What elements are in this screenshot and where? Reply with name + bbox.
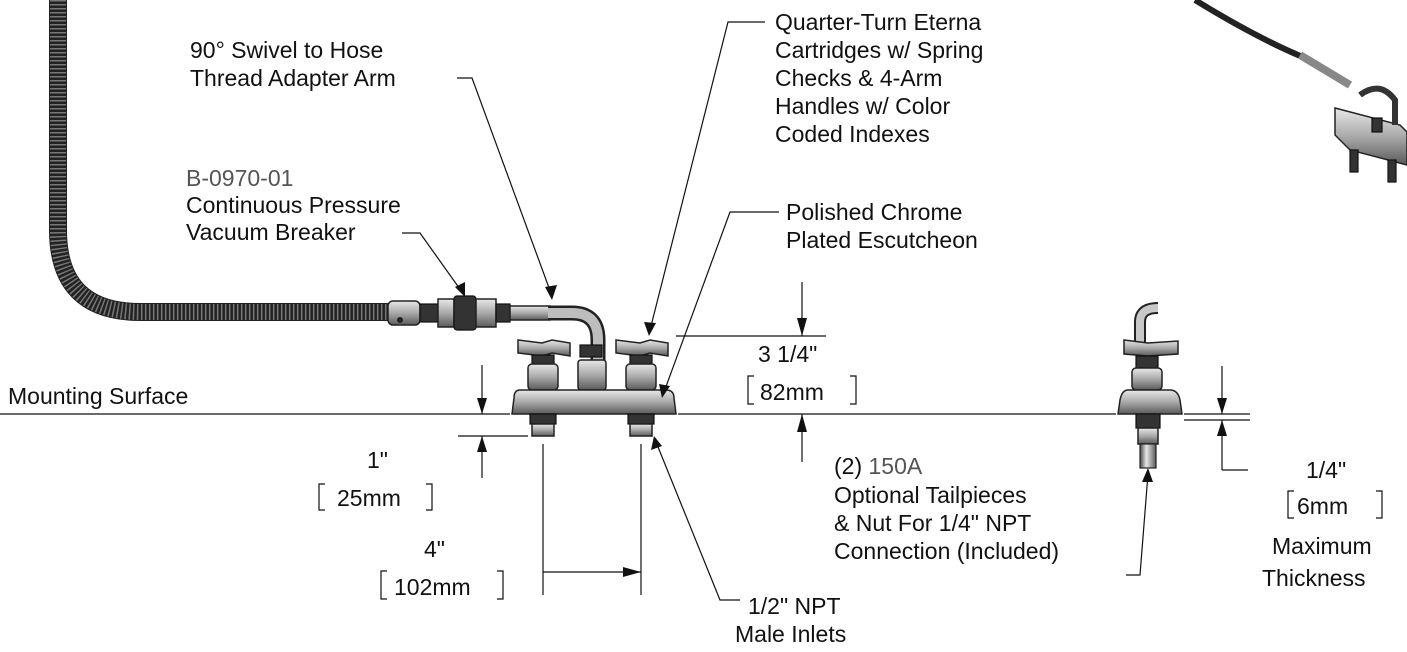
inlets-label-line2: Male Inlets: [735, 621, 846, 647]
tailpieces-label-line4: Connection (Included): [834, 538, 1059, 564]
thickness-dimension-inches: 1/4": [1306, 457, 1346, 483]
tailpieces-quantity: (2): [834, 453, 862, 479]
vacuum-breaker-label-line2: Vacuum Breaker: [186, 219, 356, 245]
mounting-surface-label: Mounting Surface: [8, 383, 188, 409]
callout-labels: 90° Swivel to Hose Thread Adapter Arm B-…: [8, 9, 1372, 647]
thickness-dimension-mm: 6mm: [1297, 493, 1348, 519]
thickness-note-line2: Thickness: [1262, 565, 1366, 591]
height-dimension-mm: 82mm: [760, 379, 824, 405]
faucet-side-view: [1117, 302, 1183, 469]
height-dimension-inches: 3 1/4": [758, 341, 817, 367]
thickness-note-line1: Maximum: [1272, 533, 1372, 559]
swivel-label-line2: Thread Adapter Arm: [190, 65, 396, 91]
leader-lines: [402, 21, 1153, 601]
faucet-thumbnail: [1193, 0, 1407, 183]
cartridges-label-line1: Quarter-Turn Eterna: [775, 9, 981, 35]
vacuum-breaker-part-number: B-0970-01: [186, 165, 293, 191]
tailpieces-label-line2: Optional Tailpieces: [834, 482, 1027, 508]
escutcheon-label-line2: Plated Escutcheon: [786, 227, 978, 253]
cartridges-label-line3: Checks & 4-Arm: [775, 65, 942, 91]
tailpieces-label-line1: (2) 150A: [834, 453, 923, 479]
mounting-surface-line: [0, 413, 1250, 421]
faucet-main: [511, 305, 677, 437]
dimension-lines: [458, 282, 1248, 595]
vacuum-breaker-assembly: [387, 295, 551, 331]
vacuum-breaker-label-line1: Continuous Pressure: [186, 192, 401, 218]
centers-dimension-inches: 4": [424, 536, 445, 562]
inlets-label-line1: 1/2" NPT: [748, 593, 841, 619]
cartridges-label-line4: Handles w/ Color: [775, 93, 950, 119]
cartridges-label-line5: Coded Indexes: [775, 121, 930, 147]
metric-brackets: [318, 375, 1383, 600]
hose: [49, 0, 390, 321]
tailpieces-label-line3: & Nut For 1/4" NPT: [834, 510, 1031, 536]
shank-dimension-inches: 1": [367, 447, 388, 473]
cartridges-label-line2: Cartridges w/ Spring: [775, 37, 983, 63]
escutcheon-label-line1: Polished Chrome: [786, 199, 962, 225]
shank-dimension-mm: 25mm: [337, 485, 401, 511]
swivel-label-line1: 90° Swivel to Hose: [190, 37, 383, 63]
tailpieces-part-number: 150A: [869, 453, 923, 479]
centers-dimension-mm: 102mm: [394, 574, 471, 600]
